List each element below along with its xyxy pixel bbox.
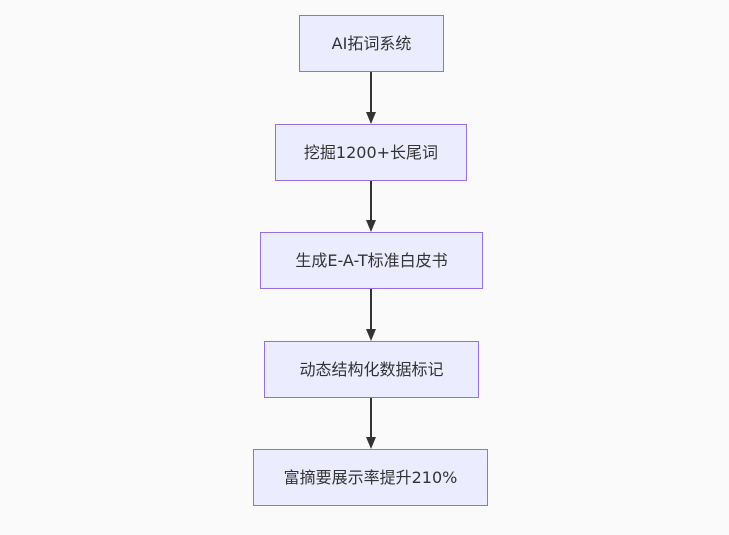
flowchart-node-structured-data-markup: 动态结构化数据标记 — [264, 341, 479, 398]
flowchart-node-eat-whitepaper: 生成E-A-T标准白皮书 — [260, 232, 483, 289]
arrowhead-icon — [366, 112, 376, 124]
edge-3-4 — [366, 289, 376, 341]
arrowhead-icon — [366, 220, 376, 232]
edge-2-3 — [366, 181, 376, 232]
arrowhead-icon — [366, 329, 376, 341]
node-label: 富摘要展示率提升210% — [283, 467, 458, 487]
node-label: 生成E-A-T标准白皮书 — [295, 250, 448, 270]
edge-4-5 — [366, 397, 376, 449]
node-label: 动态结构化数据标记 — [299, 359, 444, 379]
edge-1-2 — [366, 71, 376, 124]
flowchart-node-rich-snippet-rate: 富摘要展示率提升210% — [253, 449, 488, 506]
arrowhead-icon — [366, 437, 376, 449]
node-label: AI拓词系统 — [331, 33, 412, 53]
flowchart-node-ai-keyword-system: AI拓词系统 — [299, 15, 444, 72]
node-label: 挖掘1200+长尾词 — [303, 142, 439, 162]
flowchart-node-longtail-mining: 挖掘1200+长尾词 — [275, 124, 467, 181]
